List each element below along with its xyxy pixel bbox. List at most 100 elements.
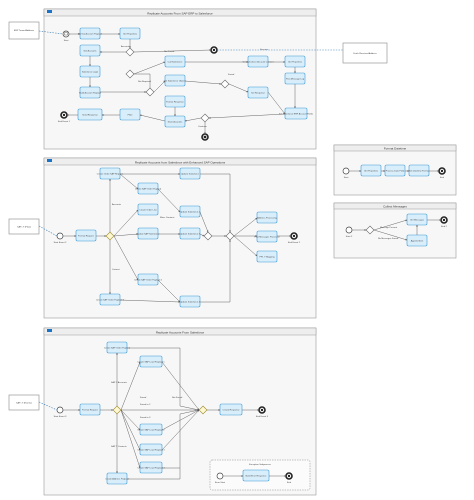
task-side1-process-date[interactable]: Process Date Field (384, 164, 406, 177)
task-get-salesforce-objects[interactable]: Get Salesforce Objects (164, 74, 187, 87)
task-create-address-payload[interactable]: Create Address Payload (105, 472, 130, 485)
svg-text:SAP_Y (Events): SAP_Y (Events) (16, 402, 32, 405)
svg-text:Build Error Response: Build Error Response (246, 475, 268, 478)
task-salesforce-login[interactable]: Salesforce Login (79, 65, 101, 78)
task-process-date[interactable]: Get Properties (284, 55, 306, 68)
task-side1-get-properties[interactable]: Get Properties (360, 164, 382, 177)
svg-text:Build Account Payload: Build Account Payload (79, 92, 102, 95)
task-post-message-log[interactable]: Post Message Log (284, 72, 306, 85)
svg-text:Create SAP Order Payload: Create SAP Order Payload (135, 188, 162, 191)
task-address-processing[interactable]: Address Processing (256, 211, 278, 224)
gateway-status[interactable] (145, 87, 155, 97)
svg-text:Set Salesforce ERP Account Fie: Set Salesforce ERP Account Fields (279, 113, 314, 116)
svg-text:Format Account Payload: Format Account Payload (78, 33, 103, 36)
svg-text:End Event 2: End Event 2 (288, 241, 301, 244)
terminate-end-event[interactable] (201, 133, 209, 141)
svg-text:Append Item: Append Item (411, 240, 424, 243)
flow-label: Message Present (380, 226, 397, 229)
svg-text:Process Date Field: Process Date Field (386, 170, 405, 173)
pool-format-datetime[interactable]: Format Datetime Start Get Properties Pro… (333, 144, 457, 196)
gateway-found[interactable] (125, 69, 135, 79)
svg-text:Filter: Filter (128, 114, 133, 117)
svg-text:Get Properties: Get Properties (123, 33, 138, 36)
task-create-order-line[interactable]: Create Order Line (137, 203, 159, 216)
task-update-salesforce-3[interactable]: Update Salesforce 3 (179, 227, 201, 240)
task-store-accounts[interactable]: Store Accounts (164, 115, 186, 128)
task-format-account-payload[interactable]: Format Account Payload (78, 27, 103, 40)
svg-text:End: End (440, 177, 445, 179)
flow-label: SAP Y Contacts (111, 445, 127, 448)
task-send-response[interactable]: Send Response (77, 108, 103, 121)
task-create-sap-lead-payload-3[interactable]: Create SAP Lead Payload 3 (137, 443, 165, 456)
task-side1-set-format[interactable]: Set Datetime Format (408, 164, 430, 177)
svg-text:Update Salesforce 2: Update Salesforce 2 (180, 211, 201, 214)
side1-start-event[interactable]: Start (342, 167, 350, 179)
task-filter[interactable]: Filter (119, 108, 141, 121)
task-format-response[interactable]: Format Response (164, 95, 186, 108)
gateway-join-3[interactable] (198, 405, 208, 415)
svg-text:Create Address Payload: Create Address Payload (105, 478, 129, 481)
task-create-sap-lead-payload-2[interactable]: Create SAP Lead Payload 2 (137, 423, 165, 436)
svg-text:Format Request: Format Request (78, 235, 94, 238)
task-get-properties[interactable]: Get Properties (119, 27, 141, 40)
svg-text:Set Response: Set Response (251, 92, 266, 95)
flow-label: Success (260, 49, 269, 51)
svg-text:Get Properties: Get Properties (288, 61, 303, 64)
pool-title: Format Datetime (384, 147, 407, 151)
participant-sap-y-flow[interactable]: SAP_Y (Flow) (8, 218, 40, 235)
task-update-salesforce-4[interactable]: Update Salesforce 4 (179, 295, 201, 308)
exception-subprocess[interactable]: Exception Subprocess Error Start Build E… (209, 459, 311, 491)
gateway-inner-2[interactable] (203, 231, 213, 241)
svg-text:Call Salesforce: Call Salesforce (168, 61, 183, 64)
side2-gateway[interactable] (365, 225, 375, 235)
task-update-salesforce[interactable]: Update Salesforce (179, 167, 201, 180)
start-label: Start (64, 39, 69, 42)
svg-text:Create SAP Order Payload 2: Create SAP Order Payload 2 (134, 279, 163, 282)
task-create-order-sap-request[interactable]: Create Order SAP Request (97, 167, 124, 180)
task-side2-get-messages[interactable]: Get Messages (406, 213, 428, 226)
flow-label: Found (140, 397, 147, 399)
flow-label: Not Required (138, 80, 152, 83)
svg-text:Get Messages: Get Messages (410, 219, 425, 222)
sequence-flows-pool3 (38, 347, 260, 480)
task-create-sap-order-payload[interactable]: Create SAP Order Payload (135, 182, 162, 195)
task-update-sap-salesforce[interactable]: Update SAP Salesforce (137, 227, 161, 240)
task-create-sap-order-payload-p3[interactable]: Create SAP Order Payload (104, 341, 131, 354)
svg-text:Create SAP Order Payload 3: Create SAP Order Payload 3 (96, 299, 125, 302)
participant-erp-tenant[interactable]: ERP Tenant/Address (8, 21, 40, 40)
svg-text:Get Accounts: Get Accounts (83, 50, 97, 53)
task-build-error-response[interactable]: Build Error Response (242, 469, 270, 482)
task-call-salesforce[interactable]: Call Salesforce (164, 55, 186, 68)
gateway-success[interactable] (220, 79, 230, 89)
side1-end-event[interactable]: End (438, 167, 446, 179)
task-post-messages-processor[interactable]: Post Messages Processor (254, 230, 280, 243)
svg-text:Update Salesforce: Update Salesforce (181, 173, 200, 176)
flow-label: Not Found (172, 396, 183, 399)
participant-fetch-receiver[interactable]: Fetch Receiver/Address (342, 42, 388, 64)
task-get-accounts[interactable]: Get Accounts (79, 44, 101, 57)
svg-text:Set Datetime Format: Set Datetime Format (409, 170, 430, 173)
flow-label: Not Found (164, 50, 175, 53)
task-set-response[interactable]: Set Response (247, 86, 269, 99)
participant-sap-y-events[interactable]: SAP_Y (Events) (8, 394, 40, 411)
gateway-accounts[interactable] (125, 47, 135, 57)
flow-label: Found in 3 (140, 417, 151, 419)
task-ppl-y-mapping[interactable]: PPL Y Mapping (256, 250, 278, 263)
message-end-event[interactable] (210, 46, 218, 54)
task-format-request-3[interactable]: Format Request (79, 403, 101, 416)
participant-label: Fetch Receiver/Address (353, 52, 377, 55)
start-event[interactable]: Start (62, 30, 70, 42)
task-side2-append-item[interactable]: Append Item (406, 234, 428, 247)
task-format-request[interactable]: Format Request (75, 229, 97, 242)
task-update-salesforce-2[interactable]: Update Salesforce 2 (179, 205, 201, 218)
task-build-account-payload[interactable]: Build Account Payload (79, 86, 102, 99)
side2-end-event[interactable]: End 2 (440, 216, 448, 228)
pool-collect-messages[interactable]: Collect Messages Start 2 Get Messages Ap… (333, 202, 457, 259)
task-create-response[interactable]: Create Response (219, 403, 243, 416)
svg-text:End: End (287, 482, 292, 484)
svg-text:Set Salesforce Account Content: Set Salesforce Account Content (243, 61, 274, 64)
task-create-sap-lead-payload-4[interactable]: Create SAP Lead Payload 4 (137, 461, 165, 474)
task-create-sap-lead-payload-1[interactable]: Create SAP Lead Payload 1 (137, 355, 165, 368)
svg-text:Start 2: Start 2 (346, 235, 353, 238)
